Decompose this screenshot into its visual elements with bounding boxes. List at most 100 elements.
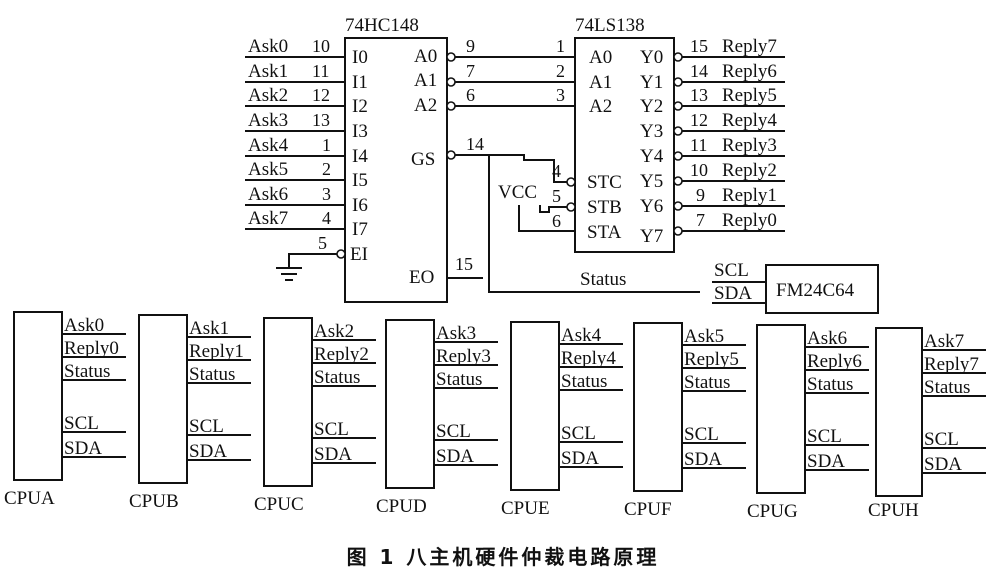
cpu-body: [875, 327, 923, 497]
inversion-bubble: [566, 202, 576, 212]
reply-signal-label: Reply6: [722, 61, 777, 82]
encoder-input-1: Ask1 11 I1: [245, 61, 368, 93]
cpu-block-c: Ask2 Reply2 Status SCL SDA CPUC: [254, 317, 376, 515]
cpu-status-label: Status: [924, 377, 970, 398]
cpu-block-d: Ask3 Reply3 Status SCL SDA CPUD: [376, 319, 498, 517]
status-net-label: Status: [580, 269, 626, 290]
cpu-scl-label: SCL: [561, 423, 596, 444]
cpu-row: Ask0 Reply0 Status SCL SDA CPUA Ask1 Rep…: [4, 311, 986, 522]
decoder-input-pin: 2: [556, 61, 565, 81]
enable-port-label: STB: [587, 197, 622, 218]
cpu-sda-label: SDA: [314, 444, 352, 465]
cpu-sda-label: SDA: [189, 441, 227, 462]
cpu-scl-label: SCL: [807, 426, 842, 447]
encoder-input-5: Ask5 2 I5: [245, 159, 368, 191]
decoder-output-0: Y0 15 Reply7: [640, 36, 785, 68]
cpu-scl-label: SCL: [436, 421, 471, 442]
cpu-reply-label: Reply3: [436, 346, 491, 367]
inversion-bubble: [446, 77, 456, 87]
cpu-block-a: Ask0 Reply0 Status SCL SDA CPUA: [4, 311, 126, 509]
ei-port-label: EI: [350, 244, 368, 265]
cpu-reply-label: Reply4: [561, 348, 616, 369]
decoder-output-5: Y5 10 Reply2: [640, 160, 785, 192]
encoder-74hc148: 74HC148 Ask0 10 I0 Ask1 11 I1 Ask2 12 I2…: [245, 15, 484, 303]
reply-signal-label: Reply1: [722, 185, 777, 206]
decoder-title: 74LS138: [575, 15, 645, 36]
cpu-status-label: Status: [64, 361, 110, 382]
cpu-status-label: Status: [314, 367, 360, 388]
cpu-block-f: Ask5 Reply5 Status SCL SDA CPUF: [624, 322, 746, 520]
decoder-output-pin: 12: [690, 110, 708, 130]
cpu-sda-label: SDA: [684, 449, 722, 470]
cpu-reply-label: Reply1: [189, 341, 244, 362]
decoder-output-1: Y1 14 Reply6: [640, 61, 785, 93]
cpu-name: CPUF: [624, 499, 672, 520]
encoder-output-pin: 9: [466, 36, 475, 56]
input-signal-label: Ask5: [248, 159, 288, 180]
encoder-input-0: Ask0 10 I0: [245, 36, 368, 68]
decoder-body: [574, 37, 675, 253]
cpu-reply-label: Reply0: [64, 338, 119, 359]
encoder-title: 74HC148: [345, 15, 419, 36]
reply-signal-label: Reply7: [722, 36, 777, 57]
decoder-output-label: Y1: [640, 72, 663, 93]
inversion-bubble: [566, 177, 576, 187]
decoder-output-4: Y4 11 Reply3: [640, 135, 785, 167]
decoder-input-label: A0: [589, 47, 612, 68]
cpu-status-label: Status: [561, 371, 607, 392]
decoder-output-label: Y7: [640, 226, 663, 247]
decoder-output-pin: 7: [696, 210, 705, 230]
input-signal-label: Ask1: [248, 61, 288, 82]
cpu-scl-label: SCL: [684, 424, 719, 445]
cpu-body: [138, 314, 188, 484]
decoder-output-label: Y0: [640, 47, 663, 68]
inversion-bubble: [446, 52, 456, 62]
eeprom-title: FM24C64: [776, 280, 855, 301]
cpu-sda-label: SDA: [436, 446, 474, 467]
eeprom-body: [765, 264, 879, 314]
cpu-reply-label: Reply2: [314, 344, 369, 365]
cpu-body: [263, 317, 313, 487]
input-port-label: I4: [352, 146, 368, 167]
decoder-input-label: A1: [589, 72, 612, 93]
vcc-to-stb-wire: [539, 205, 567, 213]
decoder-input-pin: 3: [556, 85, 565, 105]
cpu-status-label: Status: [436, 369, 482, 390]
decoder-output-label: Y2: [640, 96, 663, 117]
encoder-body: [344, 37, 448, 303]
cpu-scl-label: SCL: [64, 413, 99, 434]
input-signal-label: Ask4: [248, 135, 289, 156]
decoder-output-3: Y3 12 Reply4: [640, 110, 785, 142]
eo-port-label: EO: [409, 267, 434, 288]
cpu-reply-label: Reply6: [807, 351, 862, 372]
cpu-ask-label: Ask4: [561, 325, 602, 346]
encoder-input-4: Ask4 1 I4: [245, 135, 368, 167]
input-signal-label: Ask2: [248, 85, 288, 106]
decoder-input-label: A2: [589, 96, 612, 117]
cpu-status-label: Status: [189, 364, 235, 385]
encoder-output-pin: 7: [466, 61, 475, 81]
cpu-status-label: Status: [684, 372, 730, 393]
eeprom-fm24c64: FM24C64 SCL SDA: [712, 260, 879, 314]
input-port-label: I6: [352, 195, 368, 216]
cpu-scl-label: SCL: [314, 419, 349, 440]
input-pin-number: 2: [322, 159, 331, 179]
input-pin-number: 1: [322, 135, 331, 155]
cpu-block-h: Ask7 Reply7 Status SCL SDA CPUH: [868, 327, 986, 521]
decoder-output-label: Y5: [640, 171, 663, 192]
cpu-ask-label: Ask2: [314, 321, 354, 342]
input-pin-number: 3: [322, 184, 331, 204]
cpu-block-g: Ask6 Reply6 Status SCL SDA CPUG: [747, 324, 869, 522]
address-bus-wires: [455, 56, 700, 293]
cpu-body: [385, 319, 435, 489]
cpu-body: [510, 321, 560, 491]
decoder-output-pin: 10: [690, 160, 708, 180]
enable-pin-number: 6: [552, 211, 561, 231]
cpu-name: CPUD: [376, 496, 427, 517]
vcc-label: VCC: [498, 182, 537, 203]
encoder-output-label: A1: [414, 70, 437, 91]
input-signal-label: Ask6: [248, 184, 288, 205]
inversion-bubble: [336, 249, 346, 259]
input-pin-number: 11: [312, 61, 329, 81]
